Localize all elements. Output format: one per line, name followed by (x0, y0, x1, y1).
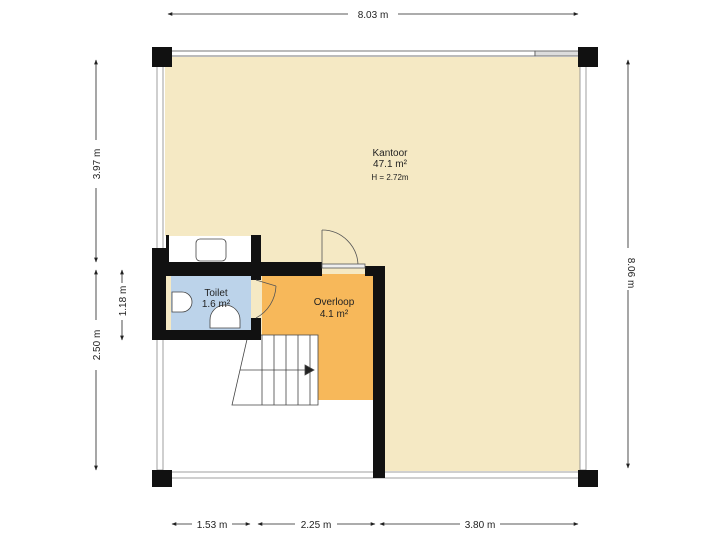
dimension-bottom-3: 3.80 m (465, 520, 496, 531)
room-overloop-floor (262, 274, 373, 400)
room-kantoor-area: 47.1 m² (373, 159, 408, 170)
dimension-right: 8.06 m (625, 258, 636, 289)
staircase (231, 334, 319, 406)
dimension-left-upper: 3.97 m (92, 149, 103, 180)
fixtures (171, 238, 241, 329)
room-kantoor-height: H = 2.72m (371, 173, 408, 182)
dimension-bottom-1: 1.53 m (197, 520, 228, 531)
room-toilet-name: Toilet (204, 288, 228, 299)
dimension-left-inner: 1.18 m (118, 286, 129, 317)
room-kantoor-name: Kantoor (372, 148, 408, 159)
room-overloop-area: 4.1 m² (320, 309, 349, 320)
room-toilet-area: 1.6 m² (202, 299, 231, 310)
dimension-lines (94, 12, 630, 526)
walls (152, 47, 598, 487)
dimension-top: 8.03 m (358, 10, 389, 21)
dimension-left-lower: 2.50 m (92, 330, 103, 361)
door (255, 229, 366, 319)
room-overloop-name: Overloop (314, 297, 355, 308)
dimension-bottom-2: 2.25 m (301, 520, 332, 531)
